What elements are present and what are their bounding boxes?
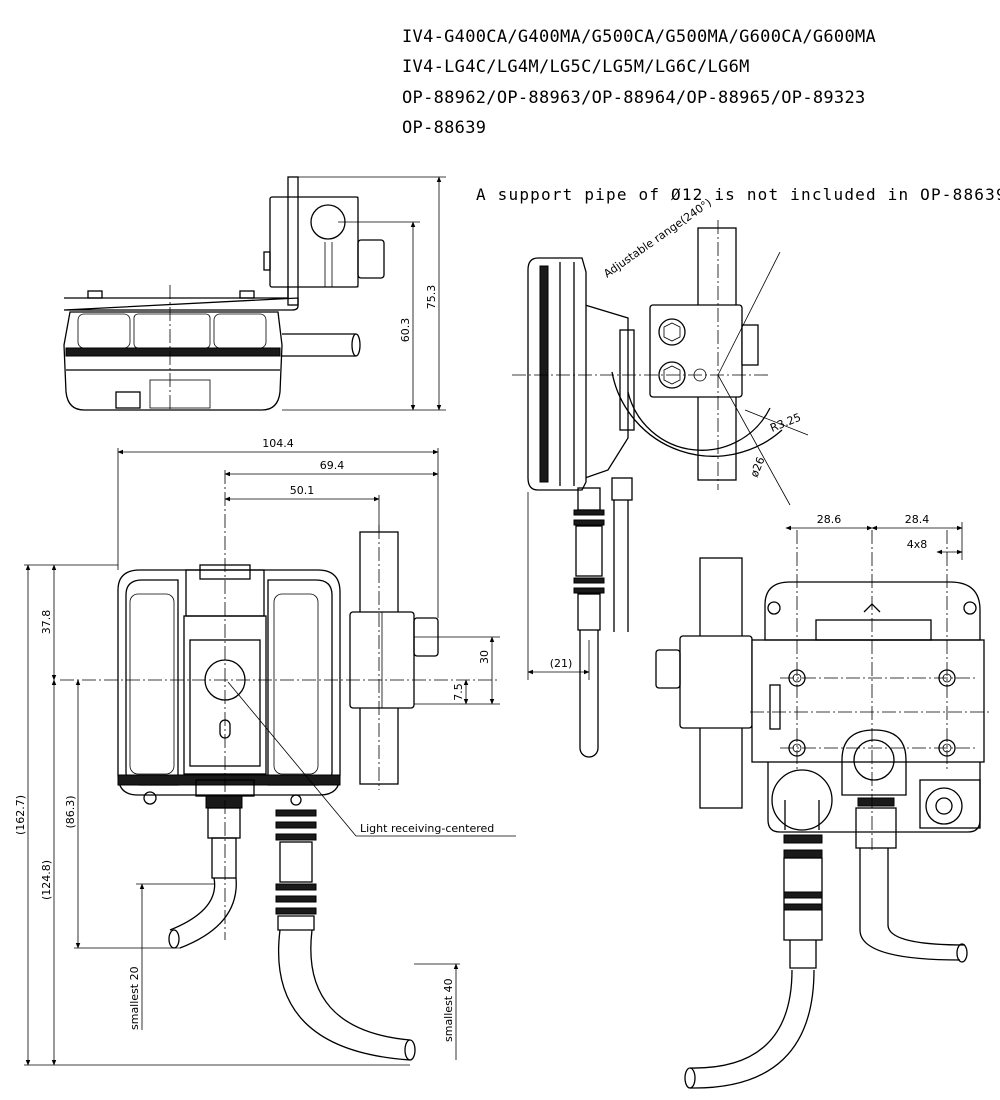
support-pipe-note: A support pipe of Ø12 is not included in… xyxy=(476,185,1000,204)
dim-21: (21) xyxy=(550,657,573,670)
dim-162-7: (162.7) xyxy=(14,795,27,835)
dim-124-8: (124.8) xyxy=(40,860,53,900)
clamp-screw xyxy=(357,239,385,279)
dim-37-8: 37.8 xyxy=(40,610,53,635)
dim-4x8: 4x8 xyxy=(907,538,928,551)
dim-60-3: 60.3 xyxy=(399,318,412,343)
dim-69-4: 69.4 xyxy=(320,459,345,472)
label-smallest-20: smallest 20 xyxy=(128,966,141,1030)
bracket-plate xyxy=(287,176,299,306)
adjustable-range-label: Adjustable range(240°) xyxy=(601,196,714,280)
label-light-receiving: Light receiving-centered xyxy=(360,822,494,835)
dim-28-6: 28.6 xyxy=(817,513,842,526)
rear-view: 28.6 28.4 4x8 xyxy=(655,513,990,1089)
top-view: 60.3 75.3 xyxy=(63,176,446,412)
dim-86-3: (86.3) xyxy=(64,795,77,828)
dim-104-4: 104.4 xyxy=(262,437,294,450)
dim-75-3: 75.3 xyxy=(425,285,438,310)
front-view: 104.4 69.4 50.1 30 7.5 (162.7) 37.8 (124… xyxy=(14,437,516,1066)
dim-30: 30 xyxy=(478,650,491,664)
clamp-block xyxy=(269,196,359,288)
sensor-body-side xyxy=(527,257,587,491)
sensor-body-top xyxy=(63,311,283,411)
dim-28-4: 28.4 xyxy=(905,513,930,526)
rear-bracket-plate xyxy=(751,639,985,763)
adapter-neck xyxy=(584,304,629,479)
title-block: IV4-G400CA/G400MA/G500CA/G500MA/G600CA/G… xyxy=(402,27,876,138)
label-smallest-40: smallest 40 xyxy=(442,978,455,1042)
title-line-4: OP-88639 xyxy=(402,118,486,138)
side-clamp-block xyxy=(649,304,743,398)
dim-7-5: 7.5 xyxy=(452,683,465,701)
title-line-3: OP-88962/OP-88963/OP-88964/OP-88965/OP-8… xyxy=(402,88,866,108)
base-plate xyxy=(63,286,299,311)
title-line-2: IV4-LG4C/LG4M/LG5C/LG5M/LG6C/LG6M xyxy=(402,57,750,77)
sensor-body-front xyxy=(117,569,341,796)
dim-50-1: 50.1 xyxy=(290,484,315,497)
title-line-1: IV4-G400CA/G400MA/G500CA/G500MA/G600CA/G… xyxy=(402,27,876,47)
